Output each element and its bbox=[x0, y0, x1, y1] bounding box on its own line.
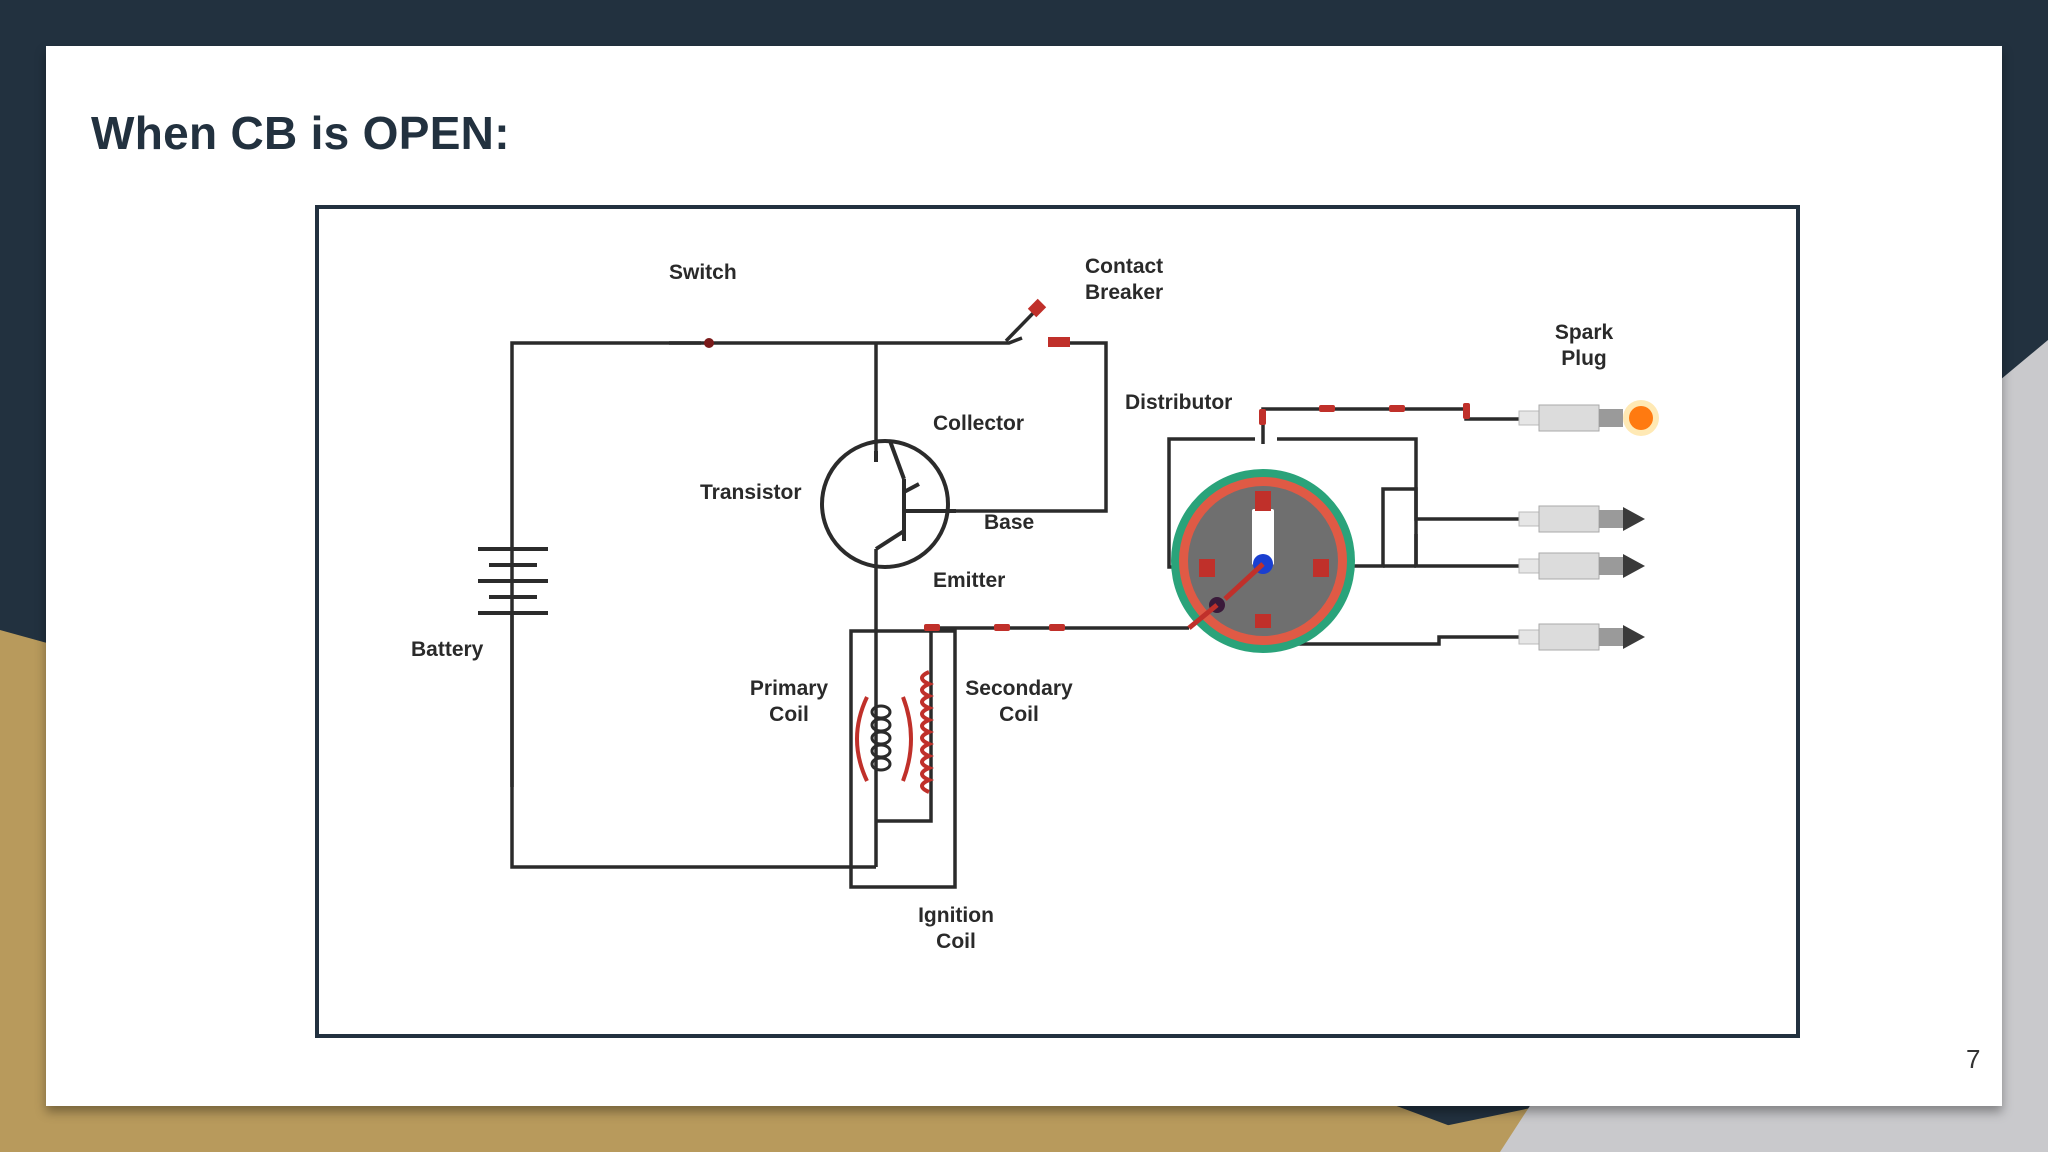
current-markers bbox=[924, 403, 1470, 631]
spark-plug-4 bbox=[1518, 623, 1645, 651]
battery-label: Battery bbox=[411, 638, 484, 661]
spark-plug-1 bbox=[1518, 400, 1659, 436]
secondary-coil-icon bbox=[920, 670, 935, 794]
contact-breaker-fixed-tip bbox=[1048, 337, 1070, 347]
primary-coil-label-line2: Coil bbox=[769, 703, 809, 726]
circuit-wires bbox=[510, 302, 1519, 889]
contact-breaker-label-line2: Breaker bbox=[1085, 281, 1163, 304]
contact-breaker-tip bbox=[1027, 298, 1047, 318]
spark-plug-2 bbox=[1518, 505, 1645, 533]
primary-coil-icon bbox=[855, 696, 913, 782]
ignition-coil-label-line2: Coil bbox=[936, 930, 976, 953]
spark-plug-label-line1: Spark bbox=[1555, 321, 1614, 344]
ignition-circuit-diagram: Switch Contact Breaker Spark Plug Distri… bbox=[315, 205, 1800, 1038]
page-number: 7 bbox=[1966, 1044, 1981, 1074]
battery-icon bbox=[478, 547, 548, 615]
secondary-coil-label-line1: Secondary bbox=[965, 677, 1073, 700]
secondary-coil-label-line2: Coil bbox=[999, 703, 1039, 726]
slide-title: When CB is OPEN: bbox=[91, 107, 510, 159]
transistor-icon bbox=[820, 439, 956, 569]
base-label: Base bbox=[984, 511, 1034, 534]
spark-plug-label-line2: Plug bbox=[1561, 347, 1607, 370]
spark-plug-3 bbox=[1518, 552, 1645, 580]
transistor-label: Transistor bbox=[700, 481, 802, 504]
distributor-icon bbox=[1171, 469, 1355, 653]
ignition-coil-label-line1: Ignition bbox=[918, 904, 994, 927]
distributor-label: Distributor bbox=[1125, 391, 1232, 414]
emitter-label: Emitter bbox=[933, 569, 1005, 592]
switch-contact bbox=[704, 338, 714, 348]
primary-coil-label-line1: Primary bbox=[750, 677, 829, 700]
collector-label: Collector bbox=[933, 412, 1024, 435]
circuit-svg: Switch Contact Breaker Spark Plug Distri… bbox=[411, 255, 1659, 953]
contact-breaker-label-line1: Contact bbox=[1085, 255, 1163, 278]
switch-label: Switch bbox=[669, 261, 737, 284]
